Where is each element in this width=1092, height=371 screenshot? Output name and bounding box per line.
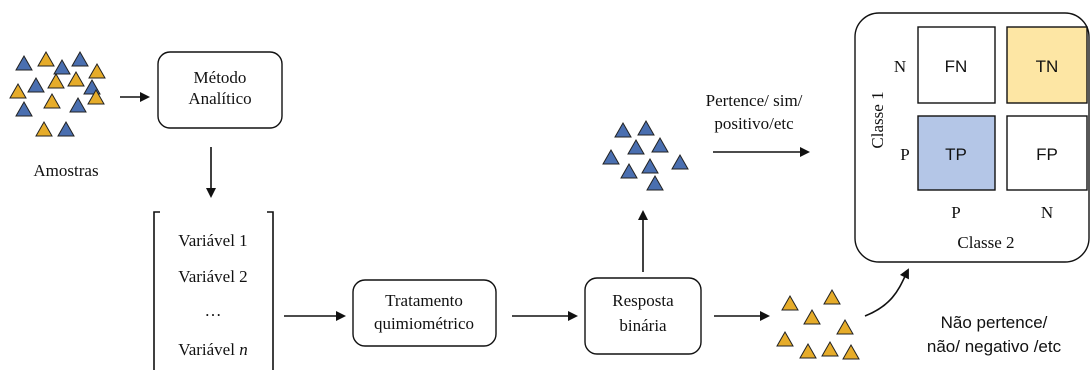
samples-label: Amostras <box>33 161 98 180</box>
method-label-line1: Método <box>194 68 247 87</box>
blue-sample-triangle <box>627 138 645 155</box>
yellow-sample-triangle <box>823 288 841 305</box>
blue-sample-triangle <box>651 136 669 153</box>
yellow-sample-triangle <box>67 70 85 87</box>
yellow-sample-triangle <box>821 340 839 357</box>
negative-triangle-cluster <box>776 288 860 360</box>
variable-2-label: Variável 2 <box>178 267 247 286</box>
yellow-sample-triangle <box>799 342 817 359</box>
blue-sample-triangle <box>641 157 659 174</box>
variable-1-label: Variável 1 <box>178 231 247 250</box>
blue-sample-triangle <box>15 100 33 117</box>
positive-triangle-cluster <box>602 119 689 191</box>
blue-sample-triangle <box>53 58 71 75</box>
response-box: Resposta binária <box>584 277 702 355</box>
method-label-line2: Analítico <box>188 89 251 108</box>
row-n-label: N <box>894 57 906 76</box>
blue-sample-triangle <box>637 119 655 136</box>
method-box: Método Analítico <box>157 51 283 129</box>
blue-sample-triangle <box>71 50 89 67</box>
blue-sample-triangle <box>27 76 45 93</box>
yellow-sample-triangle <box>836 318 854 335</box>
blue-sample-triangle <box>602 148 620 165</box>
confusion-matrix-panel: FN TN TP FP N P P N Classe 1 Classe 2 <box>854 12 1090 263</box>
yellow-sample-triangle <box>803 308 821 325</box>
blue-sample-triangle <box>57 120 75 137</box>
treatment-label-line1: Tratamento <box>385 291 463 310</box>
yellow-sample-triangle <box>842 343 860 360</box>
positive-label-line2: positivo/etc <box>714 114 794 133</box>
blue-sample-triangle <box>671 153 689 170</box>
blue-sample-triangle <box>614 121 632 138</box>
col-n-label: N <box>1041 203 1053 222</box>
response-label-line1: Resposta <box>612 291 674 310</box>
samples-triangle-cluster <box>9 50 106 137</box>
treatment-box: Tratamento quimiométrico <box>352 279 497 347</box>
yellow-sample-triangle <box>776 330 794 347</box>
blue-sample-triangle <box>646 174 664 191</box>
yellow-sample-triangle <box>87 88 105 105</box>
class-1-axis-label: Classe 1 <box>868 91 887 148</box>
positive-label-line1: Pertence/ sim/ <box>706 91 803 110</box>
variables-bracket: Variável 1 Variável 2 … Variável n <box>153 211 274 370</box>
cell-tn-label: TN <box>1036 57 1059 76</box>
blue-sample-triangle <box>620 162 638 179</box>
yellow-sample-triangle <box>37 50 55 67</box>
treatment-label-line2: quimiométrico <box>374 314 474 333</box>
cell-fp-label: FP <box>1036 145 1058 164</box>
cell-tn <box>1006 26 1088 104</box>
class-2-axis-label: Classe 2 <box>957 233 1014 252</box>
yellow-sample-triangle <box>47 72 65 89</box>
yellow-sample-triangle <box>781 294 799 311</box>
cell-tp <box>917 115 996 191</box>
variable-n-label: Variável n <box>178 340 247 359</box>
yellow-sample-triangle <box>43 92 61 109</box>
yellow-sample-triangle <box>9 82 27 99</box>
row-p-label: P <box>900 145 909 164</box>
arrow-negative-to-matrix <box>864 268 909 317</box>
blue-sample-triangle <box>69 96 87 113</box>
cell-fn-label: FN <box>945 57 968 76</box>
yellow-sample-triangle <box>88 62 106 79</box>
cell-fn <box>917 26 996 104</box>
blue-sample-triangle <box>15 54 33 71</box>
variable-ellipsis: … <box>205 301 222 320</box>
cell-tp-label: TP <box>945 145 967 164</box>
yellow-sample-triangle <box>35 120 53 137</box>
response-label-line2: binária <box>619 316 667 335</box>
col-p-label: P <box>951 203 960 222</box>
negative-label-line2: não/ negativo /etc <box>927 337 1062 356</box>
negative-label-line1: Não pertence/ <box>941 313 1048 332</box>
cell-fp <box>1006 115 1088 191</box>
